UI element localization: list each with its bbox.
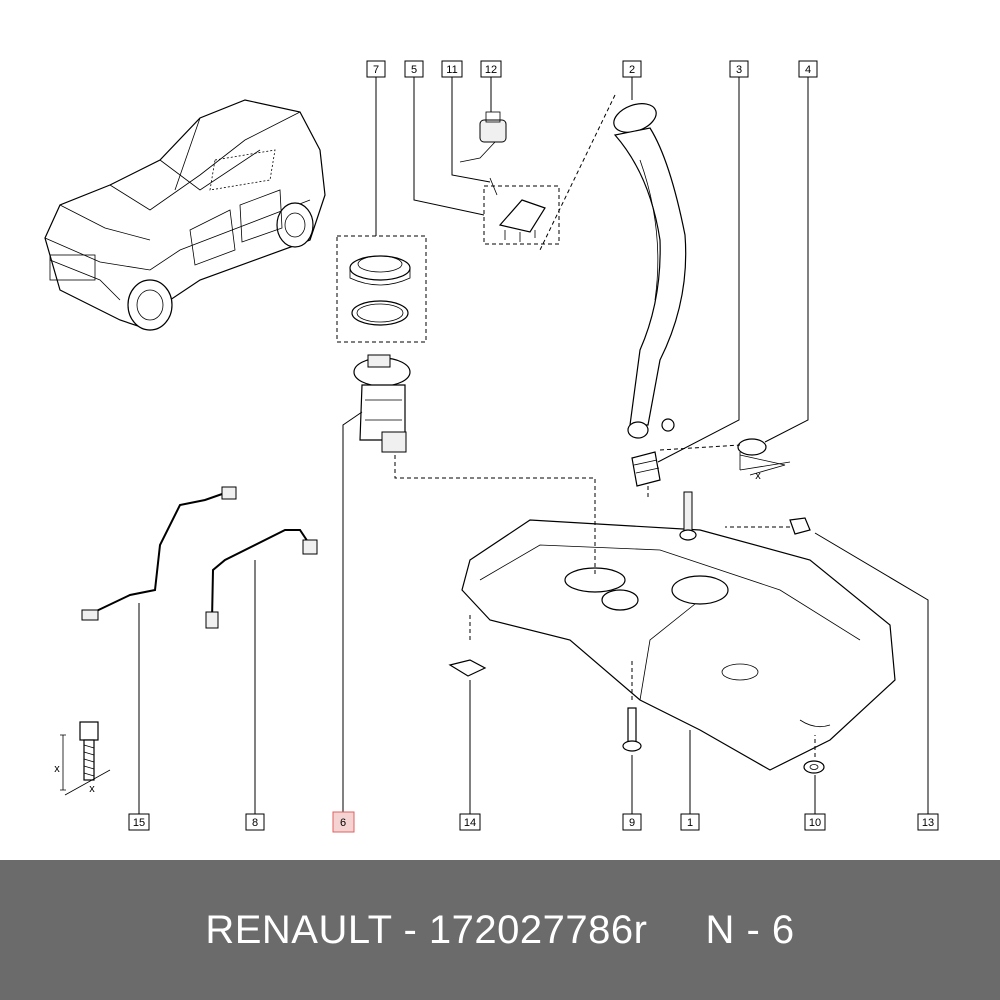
bracket-13 (789, 517, 811, 535)
footer-bar: RENAULT - 172027786r N - 6 (0, 860, 1000, 1000)
callout-14: 14 (459, 813, 481, 831)
svg-text:4: 4 (805, 64, 811, 76)
callout-12: 12 (480, 60, 502, 78)
hose-clamp (737, 438, 786, 476)
svg-text:5: 5 (411, 64, 417, 76)
vehicle-illustration (44, 99, 326, 331)
washer-10 (803, 760, 825, 774)
parts-diagram: x x x 7 5 11 12 2 3 4 15 8 6 14 9 1 10 (44, 60, 939, 833)
svg-text:12: 12 (485, 64, 497, 76)
svg-text:13: 13 (922, 817, 934, 829)
svg-text:9: 9 (629, 817, 635, 829)
callout-15: 15 (128, 813, 150, 831)
svg-text:6: 6 (340, 817, 346, 829)
bolt-dimension-detail (60, 452, 791, 796)
lock-ring-and-seal (336, 235, 427, 343)
fuel-line-15 (81, 486, 237, 621)
callout-5: 5 (404, 60, 424, 78)
callout-1: 1 (680, 813, 700, 831)
callout-3: 3 (729, 60, 749, 78)
svg-text:11: 11 (446, 64, 457, 76)
filler-neck-pipe (613, 103, 687, 439)
callout-7: 7 (366, 60, 386, 78)
bolt-9 (622, 707, 642, 752)
callout-13: 13 (917, 813, 939, 831)
callout-11: 11 (441, 60, 463, 78)
svg-text:8: 8 (252, 817, 258, 829)
callout-8: 8 (245, 813, 265, 831)
callout-4: 4 (798, 60, 818, 78)
svg-text:14: 14 (464, 817, 476, 829)
callout-10: 10 (804, 813, 826, 831)
dim-x-clamp: x (755, 470, 761, 482)
part-number-caption: RENAULT - 172027786r N - 6 (205, 907, 795, 952)
dim-x-vertical: x (54, 763, 60, 775)
callout-2: 2 (622, 60, 642, 78)
callout-9: 9 (622, 813, 642, 831)
bracket-14 (448, 659, 487, 677)
sender-cover-assembly (459, 111, 560, 245)
fuel-line-8 (205, 529, 318, 629)
callout-6: 6 (332, 811, 355, 833)
fuel-tank (461, 491, 896, 771)
svg-text:10: 10 (809, 817, 821, 829)
svg-text:3: 3 (736, 64, 742, 76)
svg-text:7: 7 (373, 64, 379, 76)
fuel-pump-module (353, 354, 411, 453)
svg-text:15: 15 (133, 817, 145, 829)
dim-x-horizontal: x (89, 783, 95, 795)
hose-sleeve (631, 451, 661, 487)
svg-text:2: 2 (629, 64, 635, 76)
leader-lines (138, 76, 929, 814)
svg-text:1: 1 (687, 817, 693, 829)
